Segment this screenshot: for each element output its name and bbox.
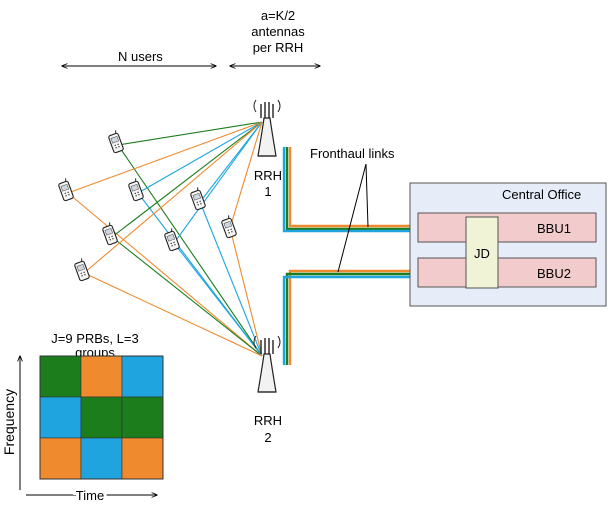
n-users-label: N users [118, 49, 163, 64]
prb-cell-orange [80, 355, 123, 398]
fronthaul-cable-1 [282, 147, 412, 233]
prb-cell-blue [39, 396, 82, 439]
link-blue [137, 121, 263, 194]
bbu2-label: BBU2 [537, 266, 571, 281]
prb-cell-orange [121, 437, 164, 480]
central-office-label: Central Office [502, 187, 581, 202]
phone-icon [188, 186, 207, 211]
prb-cell-blue [121, 355, 164, 398]
link-blue [173, 242, 263, 357]
grid-title-line1: J=9 PRBs, L=3 [51, 331, 138, 346]
phone-icon [106, 129, 125, 154]
frequency-label: Frequency [1, 389, 17, 455]
rrh1-label: RRH [254, 168, 282, 183]
phone-icon [126, 177, 145, 202]
link-orange [83, 272, 263, 357]
bbu1-box [417, 212, 597, 243]
link-blue [199, 201, 263, 357]
antennas-label-line1: a=K/2 [261, 8, 295, 23]
phone-icon [219, 214, 238, 239]
prb-cell-green [39, 355, 82, 398]
phone-icon [72, 257, 91, 282]
phone-icon [100, 221, 119, 246]
link-blue [173, 121, 263, 244]
fronthaul-pointer [365, 163, 369, 228]
link-orange [83, 121, 263, 274]
antennas-label-line3: per RRH [253, 40, 304, 55]
rrh2-label: RRH [254, 413, 282, 428]
prb-cell-orange [39, 437, 82, 480]
bbu2-box [417, 257, 597, 288]
fronthaul-label: Fronthaul links [310, 146, 395, 161]
prb-cell-blue [80, 437, 123, 480]
prb-grid-border [39, 355, 164, 480]
fronthaul-cable-2 [282, 269, 412, 365]
jd-box [465, 216, 499, 289]
fronthaul-pointer [337, 163, 367, 273]
link-orange [229, 121, 263, 229]
prb-grid [39, 355, 164, 480]
time-label: Time [76, 488, 104, 503]
link-orange [229, 227, 263, 357]
antennas-label-line2: antennas [251, 24, 305, 39]
jd-label: JD [474, 246, 490, 261]
wireless-links [67, 121, 263, 357]
rrh2-number: 2 [264, 430, 271, 445]
link-green [111, 121, 263, 238]
link-orange [67, 121, 263, 194]
prb-cell-green [80, 396, 123, 439]
phone-icon [56, 177, 75, 202]
prb-cell-green [121, 396, 164, 439]
link-green [117, 121, 263, 146]
rrh1-number: 1 [264, 184, 271, 199]
bbu1-label: BBU1 [537, 221, 571, 236]
link-green [117, 144, 263, 357]
link-green [111, 236, 263, 357]
link-orange [67, 192, 263, 357]
